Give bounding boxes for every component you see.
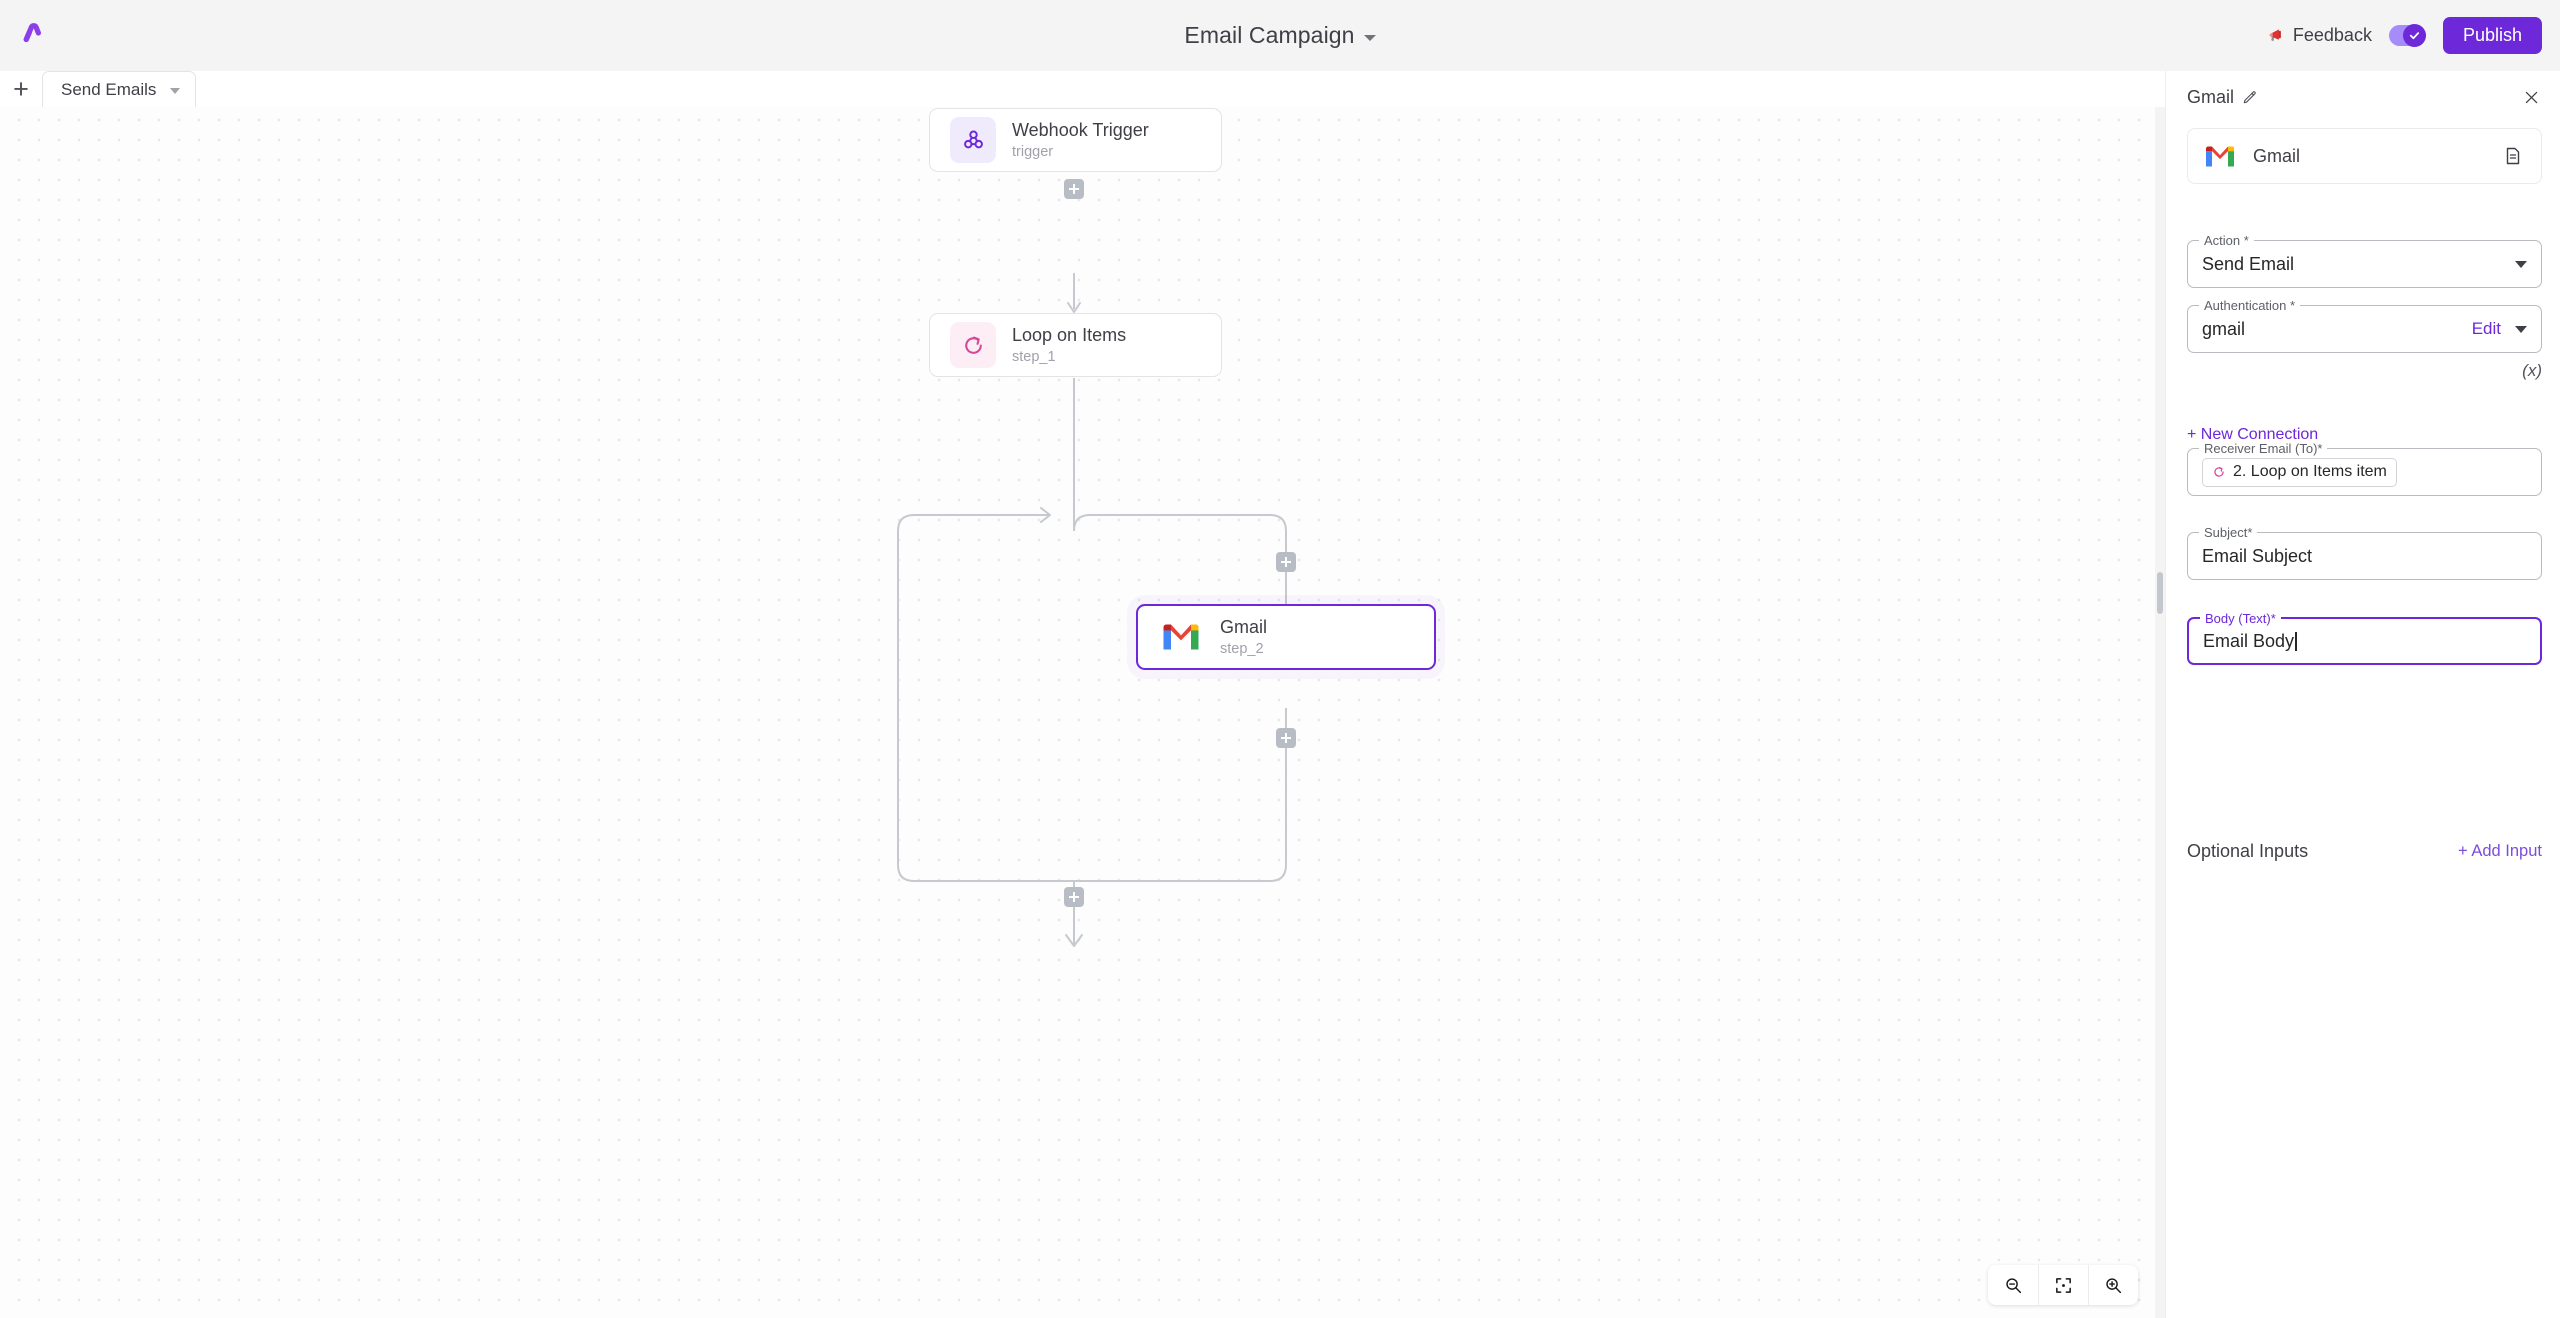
optional-inputs-row: Optional Inputs + Add Input bbox=[2187, 841, 2542, 862]
chevron-down-icon[interactable] bbox=[2515, 325, 2527, 333]
token-chip-label: 2. Loop on Items item bbox=[2233, 462, 2387, 480]
feedback-label: Feedback bbox=[2292, 25, 2372, 45]
publish-toggle[interactable] bbox=[2388, 24, 2426, 47]
add-tab-button[interactable]: + bbox=[13, 73, 29, 104]
tab-label: Send Emails bbox=[61, 79, 157, 99]
flow-node-loop-on-items[interactable]: Loop on Items step_1 bbox=[929, 313, 1222, 377]
step-settings-panel: Gmail Gmail bbox=[2165, 71, 2560, 1318]
flow-node-webhook-trigger[interactable]: Webhook Trigger trigger bbox=[929, 108, 1222, 172]
optional-inputs-label: Optional Inputs bbox=[2187, 841, 2309, 861]
chevron-down-icon[interactable] bbox=[170, 87, 181, 94]
zoom-in-button[interactable] bbox=[2088, 1265, 2138, 1305]
subject-input[interactable]: Subject* Email Subject bbox=[2187, 525, 2542, 580]
token-chip-loop-item[interactable]: 2. Loop on Items item bbox=[2202, 457, 2397, 487]
zoom-controls bbox=[1988, 1265, 2138, 1305]
chevron-down-icon[interactable] bbox=[1363, 34, 1376, 41]
subject-value: Email Subject bbox=[2202, 545, 2313, 566]
activepieces-logo-icon bbox=[23, 23, 41, 43]
megaphone-icon bbox=[2269, 29, 2281, 42]
loop-icon bbox=[950, 322, 996, 368]
publish-button[interactable]: Publish bbox=[2442, 17, 2542, 54]
close-icon bbox=[2525, 91, 2537, 103]
feedback-button[interactable]: Feedback bbox=[2267, 25, 2372, 46]
node-subtitle: trigger bbox=[1012, 143, 1054, 160]
piece-name: Gmail bbox=[2253, 145, 2301, 166]
body-text-input[interactable]: Body (Text)* Email Body bbox=[2187, 611, 2542, 665]
receiver-email-label: Receiver Email (To)* bbox=[2199, 441, 2328, 456]
canvas-gutter bbox=[2155, 107, 2165, 1318]
tab-send-emails[interactable]: Send Emails bbox=[42, 71, 197, 107]
subject-label: Subject* bbox=[2199, 525, 2258, 540]
page-title[interactable]: Email Campaign bbox=[1184, 22, 1355, 48]
panel-header: Gmail bbox=[2166, 71, 2560, 123]
loop-icon bbox=[2214, 466, 2224, 477]
top-bar: Email Campaign Feedback bbox=[0, 0, 2560, 71]
chevron-down-icon[interactable] bbox=[2515, 260, 2527, 268]
authentication-label: Authentication * bbox=[2199, 298, 2301, 313]
node-subtitle: step_2 bbox=[1220, 640, 1264, 657]
edit-connection-link[interactable]: Edit bbox=[2471, 319, 2501, 338]
zoom-out-button[interactable] bbox=[1988, 1265, 2038, 1305]
zoom-in-icon bbox=[2106, 1277, 2122, 1293]
app-logo[interactable] bbox=[8, 10, 54, 56]
node-subtitle: step_1 bbox=[1012, 348, 1056, 365]
dynamic-value-toggle[interactable]: (x) bbox=[2522, 361, 2542, 380]
panel-title: Gmail bbox=[2187, 86, 2235, 107]
flow-connectors bbox=[897, 273, 1287, 947]
close-button[interactable] bbox=[2519, 85, 2543, 109]
node-title: Loop on Items bbox=[1012, 324, 1127, 345]
flow-tab-strip: + Send Emails bbox=[0, 71, 2155, 107]
top-bar-actions: Feedback Publish bbox=[2267, 0, 2542, 71]
add-input-button[interactable]: + Add Input bbox=[2458, 842, 2542, 860]
flow-canvas[interactable]: Webhook Trigger trigger Loop on Items st… bbox=[0, 107, 2155, 1318]
gmail-icon bbox=[2206, 146, 2234, 166]
node-title: Gmail bbox=[1220, 616, 1268, 637]
pencil-icon[interactable] bbox=[2242, 90, 2257, 105]
body-text-label: Body (Text)* bbox=[2200, 611, 2281, 626]
fit-view-button[interactable] bbox=[2038, 1265, 2088, 1305]
add-step-handle-3[interactable] bbox=[1276, 728, 1296, 748]
add-step-handle-4[interactable] bbox=[1064, 887, 1084, 907]
piece-card[interactable]: Gmail bbox=[2187, 128, 2542, 184]
authentication-value: gmail bbox=[2202, 318, 2246, 339]
webhook-icon bbox=[950, 117, 996, 163]
flow-title-group: Email Campaign bbox=[0, 0, 2560, 71]
check-icon bbox=[2409, 32, 2420, 40]
canvas-scrollbar-thumb[interactable] bbox=[2157, 572, 2163, 614]
authentication-select[interactable]: Authentication * gmail Edit bbox=[2187, 298, 2542, 353]
add-step-handle-2[interactable] bbox=[1276, 552, 1296, 572]
flow-node-gmail[interactable]: Gmail step_2 bbox=[1136, 604, 1436, 670]
receiver-email-field[interactable]: Receiver Email (To)* 2. Loop on Items it… bbox=[2187, 441, 2542, 496]
new-connection-button[interactable]: + New Connection bbox=[2187, 426, 2319, 443]
fit-view-icon bbox=[2056, 1277, 2071, 1293]
action-label: Action * bbox=[2199, 233, 2254, 248]
toggle-knob bbox=[2402, 24, 2426, 47]
add-step-handle-1[interactable] bbox=[1064, 179, 1084, 199]
document-icon[interactable] bbox=[2503, 146, 2523, 166]
action-select[interactable]: Action * Send Email bbox=[2187, 233, 2542, 288]
action-value: Send Email bbox=[2202, 253, 2295, 274]
zoom-out-icon bbox=[2005, 1277, 2021, 1293]
gmail-icon bbox=[1158, 614, 1204, 660]
node-title: Webhook Trigger bbox=[1012, 119, 1149, 140]
body-text-value: Email Body bbox=[2203, 631, 2297, 652]
